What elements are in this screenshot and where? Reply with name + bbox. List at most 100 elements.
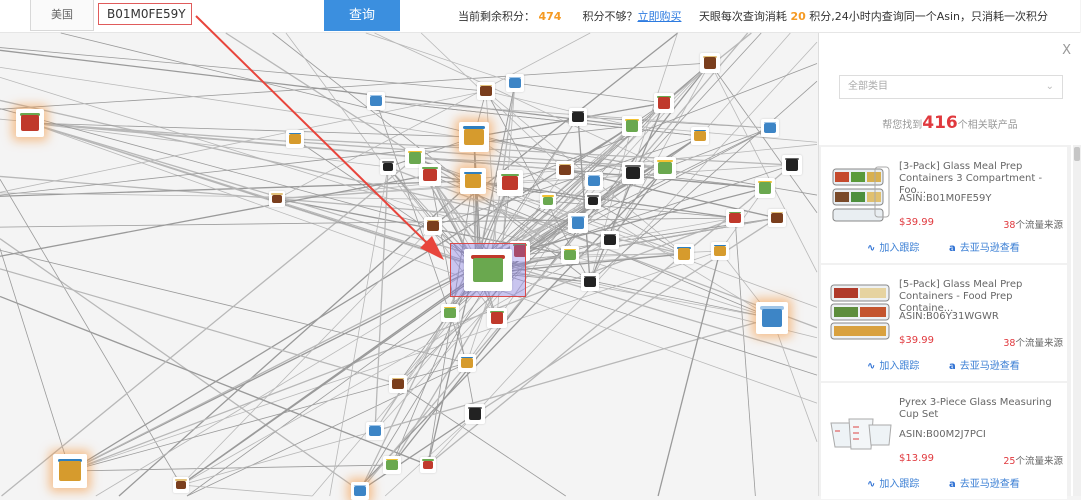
product-card[interactable]: Pyrex 3-Piece Glass Measuring Cup Set AS… xyxy=(821,383,1067,499)
node-thumbnail-lid xyxy=(587,174,601,177)
product-node[interactable] xyxy=(173,477,189,493)
product-asin: ASIN:B00M2J7PCI xyxy=(899,429,986,440)
product-node[interactable] xyxy=(755,178,775,198)
product-node[interactable] xyxy=(53,454,87,488)
graph-edge xyxy=(0,49,633,127)
marketplace-select[interactable]: 美国 xyxy=(30,0,94,31)
product-node[interactable] xyxy=(286,130,304,148)
track-label: 加入跟踪 xyxy=(879,479,920,490)
related-products-panel: X 全部类目 ⌄ 帮您找到416个相关联产品 [3-Pack] Glass Me… xyxy=(818,33,1081,499)
node-thumbnail-lid xyxy=(713,244,727,247)
graph-edge xyxy=(0,248,71,472)
product-node[interactable] xyxy=(654,93,674,113)
product-node[interactable] xyxy=(568,213,588,233)
product-card[interactable]: [3-Pack] Glass Meal Prep Containers 3 Co… xyxy=(821,147,1067,263)
product-node[interactable] xyxy=(380,159,396,175)
product-node[interactable] xyxy=(700,53,720,73)
association-graph[interactable] xyxy=(0,32,818,500)
product-node[interactable] xyxy=(691,127,709,145)
node-thumbnail xyxy=(386,459,398,471)
product-node[interactable] xyxy=(561,246,579,264)
product-node[interactable] xyxy=(585,172,603,190)
product-image xyxy=(832,166,890,222)
product-node[interactable] xyxy=(622,116,642,136)
node-thumbnail-lid xyxy=(558,163,572,166)
product-node[interactable] xyxy=(366,422,384,440)
traffic-label: 个流量来源 xyxy=(1015,338,1063,349)
node-thumbnail xyxy=(464,128,484,146)
product-node[interactable] xyxy=(540,193,556,209)
product-node[interactable] xyxy=(419,164,441,186)
product-image xyxy=(830,418,892,450)
track-button[interactable]: ∿加入跟踪 xyxy=(867,475,919,490)
node-thumbnail xyxy=(657,161,673,175)
product-node[interactable] xyxy=(497,170,523,196)
graph-edge xyxy=(375,100,468,364)
graph-edge xyxy=(477,82,516,263)
track-button[interactable]: ∿加入跟踪 xyxy=(867,239,919,254)
track-label: 加入跟踪 xyxy=(879,361,920,372)
product-title[interactable]: [3-Pack] Glass Meal Prep Containers 3 Co… xyxy=(899,161,1043,196)
graph-edge xyxy=(577,116,591,283)
product-node[interactable] xyxy=(16,109,44,137)
product-node[interactable] xyxy=(465,404,485,424)
graph-edge xyxy=(69,362,468,472)
product-title[interactable]: [5-Pack] Glass Meal Prep Containers - Fo… xyxy=(899,279,1023,314)
buy-now-link[interactable]: 立即购买 xyxy=(637,10,682,23)
search-button[interactable]: 查询 xyxy=(324,0,400,31)
product-node[interactable] xyxy=(269,191,285,207)
product-node[interactable] xyxy=(711,242,729,260)
product-node[interactable] xyxy=(487,308,507,328)
product-node[interactable] xyxy=(556,161,574,179)
product-node[interactable] xyxy=(585,193,601,209)
product-title[interactable]: Pyrex 3-Piece Glass Measuring Cup Set xyxy=(899,397,1052,420)
graph-edge xyxy=(709,62,818,213)
product-card[interactable]: [5-Pack] Glass Meal Prep Containers - Fo… xyxy=(821,265,1067,381)
graph-edge xyxy=(95,172,634,497)
product-node[interactable] xyxy=(460,168,486,194)
list-scrollbar[interactable] xyxy=(1073,145,1081,496)
scrollbar-thumb[interactable] xyxy=(1074,147,1080,161)
product-node[interactable] xyxy=(569,108,587,126)
product-node[interactable] xyxy=(674,244,694,264)
node-thumbnail-lid xyxy=(463,171,483,175)
node-thumbnail xyxy=(587,196,599,206)
product-node[interactable] xyxy=(622,162,644,184)
product-node[interactable] xyxy=(424,217,442,235)
product-node[interactable] xyxy=(420,457,436,473)
node-thumbnail-lid xyxy=(760,306,784,310)
product-node[interactable] xyxy=(756,302,788,334)
product-node[interactable] xyxy=(459,122,489,152)
product-node[interactable] xyxy=(768,209,786,227)
category-select[interactable]: 全部类目 ⌄ xyxy=(839,75,1063,99)
product-node[interactable] xyxy=(601,231,619,249)
graph-edge xyxy=(631,125,818,143)
product-node[interactable] xyxy=(654,157,676,179)
track-button[interactable]: ∿加入跟踪 xyxy=(867,357,919,372)
product-node[interactable] xyxy=(761,119,779,137)
product-list[interactable]: [3-Pack] Glass Meal Prep Containers 3 Co… xyxy=(819,145,1071,499)
product-node[interactable] xyxy=(726,209,744,227)
product-node[interactable] xyxy=(389,375,407,393)
product-node[interactable] xyxy=(441,304,459,322)
node-thumbnail xyxy=(677,248,691,260)
product-node[interactable] xyxy=(506,74,524,92)
graph-edge xyxy=(69,125,633,472)
product-node[interactable] xyxy=(782,155,802,175)
node-thumbnail xyxy=(175,480,187,490)
product-node[interactable] xyxy=(458,354,476,372)
product-node[interactable] xyxy=(383,456,401,474)
category-select-value: 全部类目 xyxy=(848,81,888,92)
focused-node-image[interactable] xyxy=(464,249,512,291)
track-label: 加入跟踪 xyxy=(879,243,920,254)
product-node[interactable] xyxy=(477,82,495,100)
product-node[interactable] xyxy=(351,482,369,500)
asin-search-input[interactable] xyxy=(98,3,192,25)
graph-edge xyxy=(0,217,736,228)
close-icon[interactable]: X xyxy=(1062,43,1071,58)
product-node[interactable] xyxy=(581,273,599,291)
product-node[interactable] xyxy=(367,92,385,110)
